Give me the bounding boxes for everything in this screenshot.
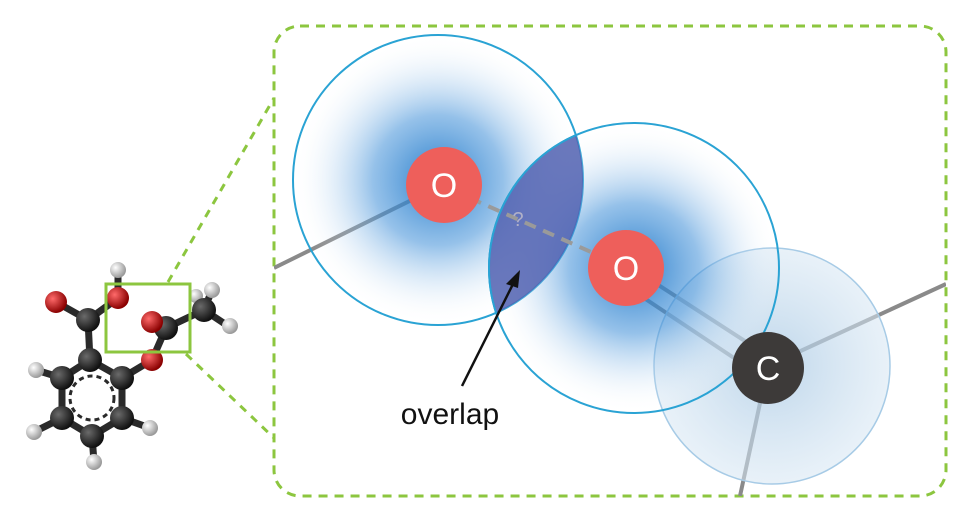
oxygen-right-atom <box>588 230 664 306</box>
overlap-region <box>488 122 583 325</box>
oxygen-left-label: O <box>431 167 457 205</box>
overlap-label: overlap <box>401 398 499 431</box>
unknown-bond <box>469 196 601 258</box>
ball-and-stick-molecule-icon <box>26 262 238 470</box>
oxygen-left-atom <box>406 147 482 223</box>
carbon-label: C <box>756 350 781 388</box>
carbon-atom <box>732 332 804 404</box>
zoom-connector-top <box>166 97 276 283</box>
overlap-arrow-head <box>506 270 520 288</box>
zoom-source-box <box>104 282 192 354</box>
overlap-arrow <box>460 281 516 387</box>
zoom-connector-bottom <box>184 352 276 440</box>
oxygen-right-label: O <box>613 250 639 288</box>
unknown-bond-label: ? <box>512 209 523 231</box>
